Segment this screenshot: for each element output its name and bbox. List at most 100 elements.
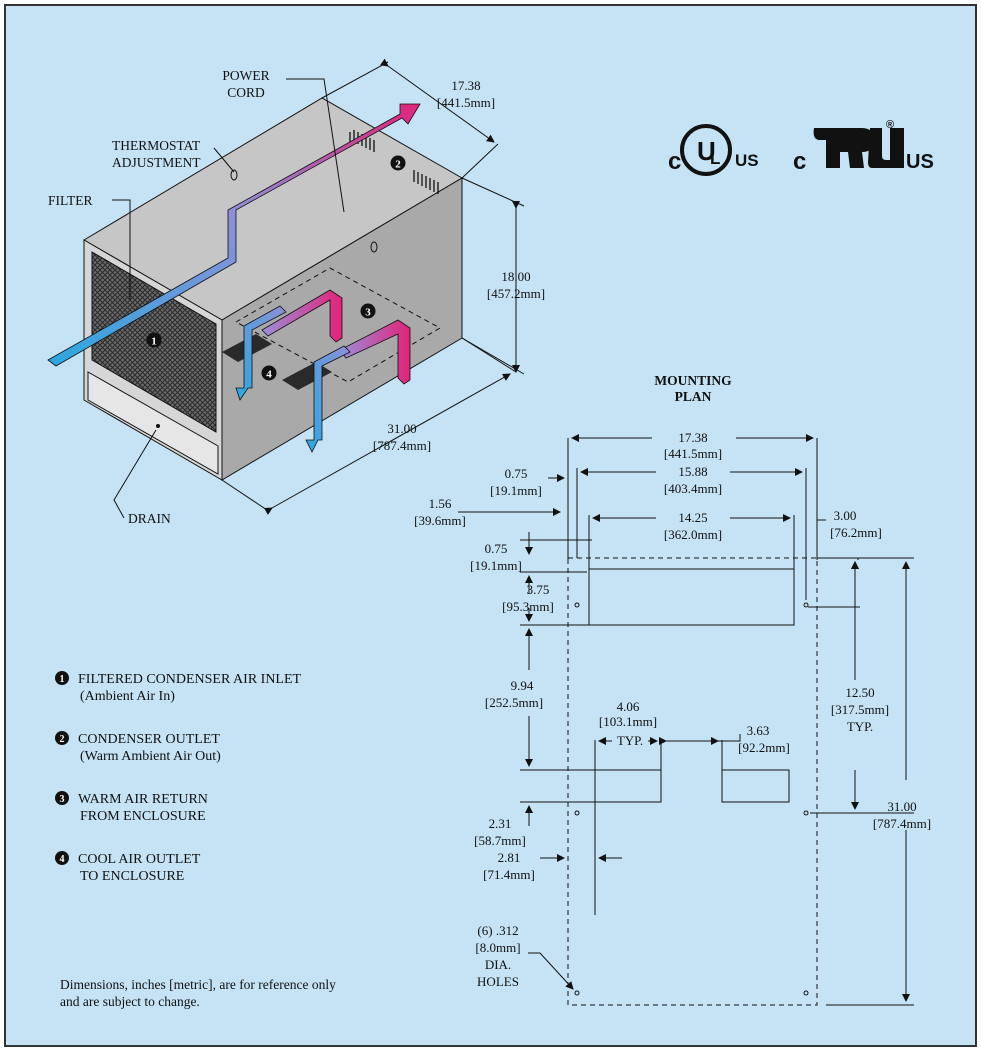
- mounting-plan: MOUNTING PLAN 17.38 [441.5mm] 15.88 [403…: [414, 373, 931, 1006]
- svg-text:3: 3: [60, 794, 65, 805]
- svg-text:1.56: 1.56: [429, 496, 452, 511]
- svg-text:[103.1mm]: [103.1mm]: [599, 714, 657, 729]
- drain-hole: [156, 424, 160, 428]
- svg-text:17.38: 17.38: [678, 430, 707, 445]
- svg-text:2: 2: [395, 159, 401, 171]
- warm-return-arrow-a: [261, 289, 343, 343]
- power-cord-label-2: CORD: [227, 85, 265, 100]
- svg-text:US: US: [735, 151, 759, 170]
- depth-dim-line: [379, 58, 495, 143]
- mounting-plan-title-1: MOUNTING: [654, 373, 732, 388]
- svg-text:TO ENCLOSURE: TO ENCLOSURE: [80, 869, 184, 884]
- footnote-line-1: Dimensions, inches [metric], are for ref…: [60, 977, 336, 992]
- svg-text:c: c: [668, 148, 681, 175]
- filter-label: FILTER: [48, 193, 93, 208]
- mounting-plan-title-2: PLAN: [675, 389, 712, 404]
- svg-text:DIA.: DIA.: [485, 957, 511, 972]
- svg-text:12.50: 12.50: [845, 685, 874, 700]
- svg-text:2.31: 2.31: [489, 816, 512, 831]
- svg-text:2.81: 2.81: [498, 850, 521, 865]
- cutout-right: [721, 769, 790, 803]
- page-background: [4, 4, 977, 1047]
- power-cord-label-1: POWER: [222, 68, 269, 83]
- depth-dim-metric: [441.5mm]: [437, 95, 495, 110]
- height-dim-metric: [457.2mm]: [487, 286, 545, 301]
- svg-text:c: c: [793, 148, 806, 175]
- legend-item-4: 4 COOL AIR OUTLET TO ENCLOSURE: [55, 851, 201, 884]
- svg-text:(Ambient Air In): (Ambient Air In): [80, 689, 175, 704]
- svg-text:1: 1: [151, 336, 157, 348]
- svg-text:US: US: [906, 151, 934, 173]
- svg-text:3: 3: [365, 307, 371, 319]
- svg-text:[39.6mm]: [39.6mm]: [414, 513, 466, 528]
- svg-text:(Warm Ambient Air Out): (Warm Ambient Air Out): [80, 749, 221, 764]
- filter-leader: [112, 199, 131, 300]
- svg-text:4: 4: [266, 369, 272, 381]
- side-cutout: [234, 267, 442, 383]
- svg-text:(6) .312: (6) .312: [477, 923, 518, 938]
- svg-text:TYP.: TYP.: [847, 719, 873, 734]
- svg-text:U: U: [697, 136, 716, 166]
- svg-text:31.00: 31.00: [887, 799, 916, 814]
- isometric-unit: 1 2 3 4 POWER CORD THERMOSTAT ADJUSTMENT…: [47, 58, 545, 526]
- svg-text:®: ®: [886, 119, 894, 131]
- svg-text:[95.3mm]: [95.3mm]: [502, 599, 554, 614]
- svg-text:2: 2: [60, 734, 65, 745]
- height-dim-value: 18.00: [501, 269, 530, 284]
- callout-1: 1: [146, 332, 162, 348]
- svg-text:9.94: 9.94: [511, 678, 534, 693]
- callout-3: 3: [360, 303, 376, 319]
- depth-dim-value: 17.38: [451, 78, 480, 93]
- svg-text:14.25: 14.25: [678, 510, 707, 525]
- svg-text:3.75: 3.75: [527, 582, 550, 597]
- svg-text:[19.1mm]: [19.1mm]: [470, 558, 522, 573]
- svg-text:[441.5mm]: [441.5mm]: [664, 446, 722, 461]
- power-cord-leader: [286, 78, 345, 213]
- svg-text:[317.5mm]: [317.5mm]: [831, 702, 889, 717]
- svg-text:[58.7mm]: [58.7mm]: [474, 833, 526, 848]
- svg-text:[71.4mm]: [71.4mm]: [483, 867, 535, 882]
- svg-text:[76.2mm]: [76.2mm]: [830, 525, 882, 540]
- svg-text:COOL AIR OUTLET: COOL AIR OUTLET: [78, 852, 201, 867]
- ul-recognized-logo: c ® US: [793, 119, 934, 175]
- svg-text:3.63: 3.63: [747, 723, 770, 738]
- svg-text:CONDENSER OUTLET: CONDENSER OUTLET: [78, 732, 220, 747]
- drain-panel: [87, 371, 219, 475]
- width-dim-value: 31.00: [387, 421, 416, 436]
- ul-listed-logo: c U L US: [668, 124, 759, 176]
- svg-text:0.75: 0.75: [505, 466, 528, 481]
- svg-text:HOLES: HOLES: [477, 974, 519, 989]
- svg-text:[8.0mm]: [8.0mm]: [475, 940, 520, 955]
- svg-text:3.00: 3.00: [834, 508, 857, 523]
- svg-text:[19.1mm]: [19.1mm]: [490, 483, 542, 498]
- callout-2: 2: [390, 155, 406, 171]
- legend-item-3: 3 WARM AIR RETURN FROM ENCLOSURE: [55, 791, 208, 824]
- svg-text:15.88: 15.88: [678, 464, 707, 479]
- svg-text:[92.2mm]: [92.2mm]: [738, 740, 790, 755]
- svg-text:[362.0mm]: [362.0mm]: [664, 527, 722, 542]
- footnote-line-2: and are subject to change.: [60, 994, 200, 1009]
- width-dim-metric: [787.4mm]: [373, 438, 431, 453]
- power-cord-port: [370, 241, 378, 253]
- legend-item-2: 2 CONDENSER OUTLET (Warm Ambient Air Out…: [55, 731, 221, 764]
- thermostat-leader: [213, 147, 235, 173]
- svg-text:FROM ENCLOSURE: FROM ENCLOSURE: [80, 809, 206, 824]
- mounting-holes: [574, 602, 809, 996]
- svg-text:[787.4mm]: [787.4mm]: [873, 816, 931, 831]
- svg-text:1: 1: [60, 674, 65, 685]
- svg-text:[252.5mm]: [252.5mm]: [485, 695, 543, 710]
- svg-text:WARM AIR RETURN: WARM AIR RETURN: [78, 792, 208, 807]
- svg-text:0.75: 0.75: [485, 541, 508, 556]
- thermostat-label-1: THERMOSTAT: [112, 138, 201, 153]
- svg-text:TYP.: TYP.: [617, 733, 643, 748]
- airflow-legend: 1 FILTERED CONDENSER AIR INLET (Ambient …: [55, 671, 302, 884]
- drain-leader: [113, 429, 157, 519]
- drain-label: DRAIN: [128, 511, 171, 526]
- width-dim-line: [263, 373, 511, 515]
- callout-4: 4: [261, 365, 277, 381]
- svg-text:L: L: [710, 149, 720, 168]
- cool-outlet-arrow-a: [235, 305, 287, 401]
- svg-text:4.06: 4.06: [617, 699, 640, 714]
